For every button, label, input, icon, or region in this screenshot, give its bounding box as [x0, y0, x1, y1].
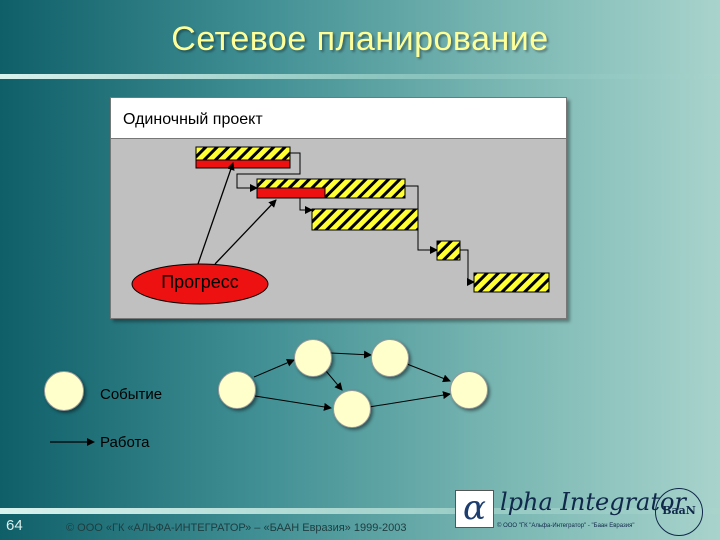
network-arrow-a-c — [254, 395, 332, 411]
connector-4-5 — [460, 249, 475, 286]
connector-2-3 — [299, 194, 313, 214]
gantt-bar-3 — [311, 208, 419, 231]
alpha-logo-icon: α — [455, 490, 494, 528]
title-divider — [0, 74, 720, 79]
connector-2-3b — [405, 185, 419, 210]
network-arrow-b-d — [330, 350, 372, 359]
network-arrow-b-c — [325, 370, 343, 391]
network-arrow-c-e — [368, 391, 451, 408]
page-number: 64 — [6, 517, 23, 534]
network-node-c — [333, 390, 371, 428]
network-node-d — [371, 339, 409, 377]
legend-event-circle — [44, 371, 84, 411]
legend-work-label: Работа — [100, 434, 150, 451]
network-arrow-d-e — [406, 363, 451, 383]
network-node-b — [294, 339, 332, 377]
gantt-bar-2-progress — [256, 187, 326, 199]
gantt-bar-5 — [473, 272, 550, 293]
legend-work-arrow — [50, 438, 95, 446]
progress-label: Прогресс — [161, 272, 239, 292]
gantt-bar-1 — [195, 146, 291, 161]
gantt-bar-4 — [436, 240, 461, 261]
network-node-e — [450, 371, 488, 409]
legend-event-label: Событие — [100, 386, 163, 403]
gantt-title: Одиночный проект — [123, 111, 263, 128]
progress-arrow-2 — [214, 199, 277, 265]
gantt-connectors — [236, 152, 475, 286]
gantt-header: Одиночный проект — [111, 98, 566, 139]
footer-divider — [0, 508, 720, 514]
logo-small-text: © ООО "ГК "Альфа-Интегратор" - "Баан Евр… — [497, 523, 635, 529]
gantt-bars — [195, 146, 550, 293]
network-arrows — [253, 350, 451, 411]
slide-title: Сетевое планирование — [171, 20, 549, 58]
connector-1-2 — [236, 152, 301, 192]
progress-arrow-1 — [197, 162, 235, 265]
baan-seal-text: BaaN — [662, 504, 696, 517]
baan-seal-icon: BaaN — [655, 488, 703, 536]
network-arrow-a-b — [253, 359, 295, 378]
progress-arrows — [197, 162, 277, 265]
gantt-bar-1-progress — [195, 159, 291, 169]
progress-ellipse — [131, 263, 269, 305]
connector-3-4 — [417, 230, 438, 254]
network-node-a — [218, 371, 256, 409]
copyright-text: © ООО «ГК «АЛЬФА-ИНТЕГРАТОР» – «БААН Евр… — [66, 522, 407, 534]
logo-text: lpha Integrator — [500, 488, 686, 516]
